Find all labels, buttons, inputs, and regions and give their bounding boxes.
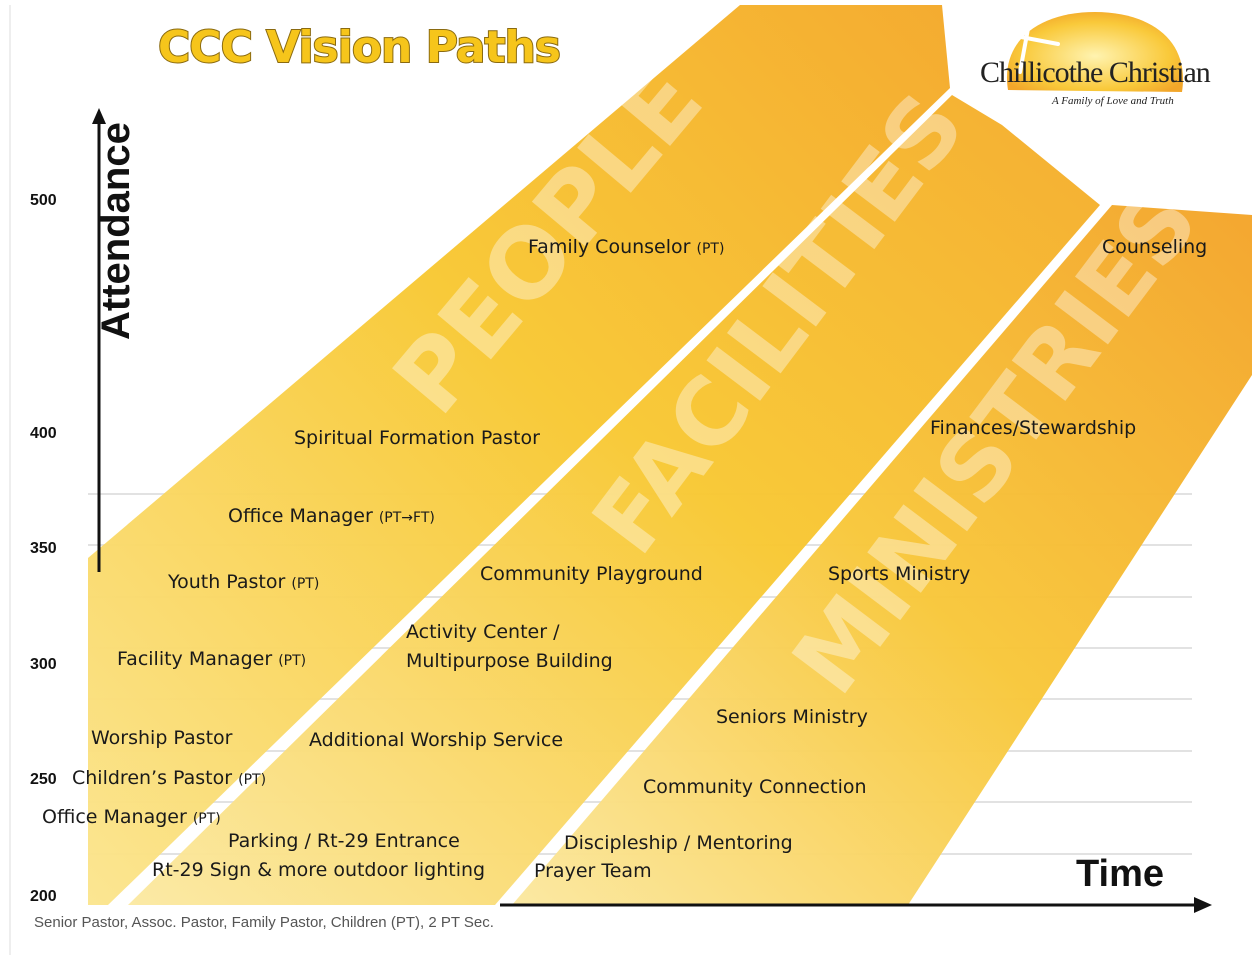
item-activity-center-line2: Multipurpose Building bbox=[406, 650, 613, 672]
item-label: Family Counselor bbox=[528, 236, 691, 258]
item-tag: (PT) bbox=[192, 811, 221, 827]
item-tag: (PT) bbox=[291, 576, 320, 592]
item-community-playground: Community Playground bbox=[480, 563, 703, 585]
item-finances: Finances/Stewardship bbox=[930, 417, 1137, 439]
footnote: Senior Pastor, Assoc. Pastor, Family Pas… bbox=[34, 914, 494, 931]
page-title: CCC Vision Paths bbox=[157, 21, 562, 74]
item-childrens-pastor: Children’s Pastor (PT) bbox=[72, 767, 266, 789]
item-office-manager-pt: Office Manager (PT) bbox=[42, 806, 221, 828]
item-worship-pastor: Worship Pastor bbox=[91, 727, 233, 749]
item-activity-center-line1: Activity Center / bbox=[406, 621, 560, 643]
item-tag: (PT) bbox=[238, 772, 267, 788]
y-tick-350: 350 bbox=[30, 540, 57, 557]
cross-icon bbox=[998, 16, 1060, 74]
item-discipleship: Discipleship / Mentoring bbox=[564, 832, 793, 854]
item-office-manager-ft: Office Manager (PT→FT) bbox=[228, 505, 435, 527]
item-tag: (PT) bbox=[696, 241, 725, 257]
item-label: Office Manager bbox=[42, 806, 187, 828]
item-label: Youth Pastor bbox=[168, 571, 286, 593]
item-label: Children’s Pastor bbox=[72, 767, 233, 789]
y-tick-200: 200 bbox=[30, 888, 57, 905]
y-axis-label: Attendance bbox=[94, 122, 138, 340]
item-spiritual-formation-pastor: Spiritual Formation Pastor bbox=[294, 427, 540, 449]
item-facility-manager: Facility Manager (PT) bbox=[117, 648, 306, 670]
y-tick-300: 300 bbox=[30, 656, 57, 673]
lane-people bbox=[88, 5, 950, 905]
item-family-counselor: Family Counselor (PT) bbox=[528, 236, 724, 258]
lane-ministries bbox=[512, 205, 1252, 905]
logo-sun bbox=[1006, 12, 1184, 92]
item-label: Facility Manager bbox=[117, 648, 273, 670]
item-counseling: Counseling bbox=[1102, 236, 1208, 258]
y-tick-250: 250 bbox=[30, 771, 57, 788]
item-tag: (PT→FT) bbox=[378, 510, 435, 526]
item-label: Office Manager bbox=[228, 505, 373, 527]
item-rt29-sign: Rt-29 Sign & more outdoor lighting bbox=[152, 859, 486, 881]
x-axis-label: Time bbox=[1076, 853, 1165, 895]
item-prayer-team: Prayer Team bbox=[534, 860, 652, 882]
logo-tagline: A Family of Love and Truth bbox=[1052, 95, 1174, 107]
item-tag: (PT) bbox=[278, 653, 307, 669]
y-axis-arrow bbox=[92, 108, 106, 572]
item-youth-pastor: Youth Pastor (PT) bbox=[168, 571, 319, 593]
item-sports-ministry: Sports Ministry bbox=[828, 563, 971, 585]
item-seniors-ministry: Seniors Ministry bbox=[716, 706, 868, 728]
x-axis-arrow bbox=[500, 897, 1212, 913]
logo-name: Chillicothe Christian bbox=[980, 56, 1211, 89]
item-additional-worship-service: Additional Worship Service bbox=[309, 729, 564, 751]
y-tick-500: 500 bbox=[30, 192, 57, 209]
lane-facilities bbox=[128, 95, 1100, 905]
item-community-connection: Community Connection bbox=[643, 776, 867, 798]
y-tick-400: 400 bbox=[30, 425, 57, 442]
item-parking: Parking / Rt-29 Entrance bbox=[228, 830, 460, 852]
